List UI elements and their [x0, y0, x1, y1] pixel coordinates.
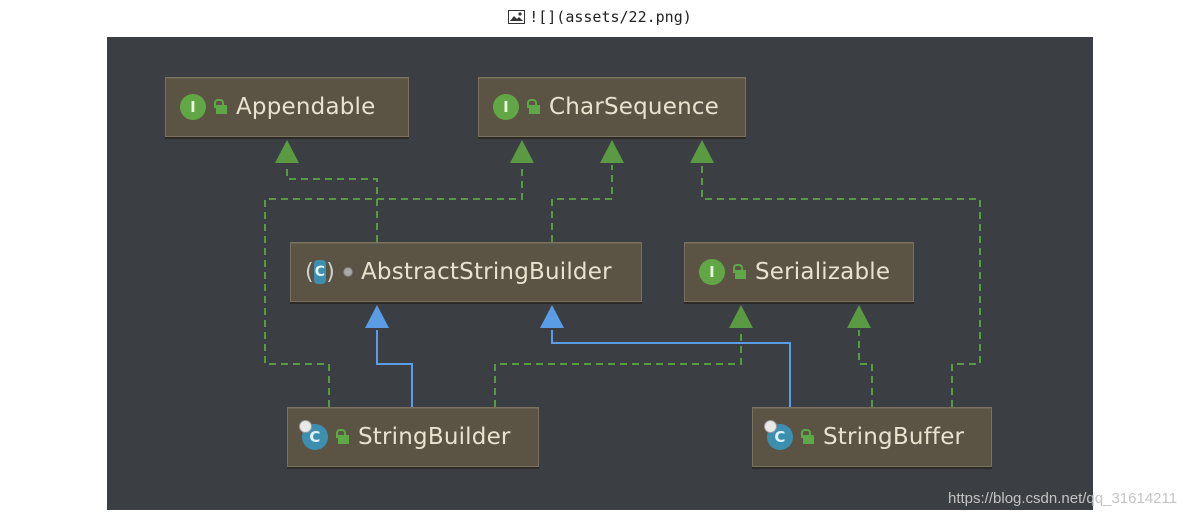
node-label: CharSequence [549, 94, 720, 120]
edge-abstractstringbuilder-charsequence [551, 165, 613, 242]
class-icon: C [764, 420, 793, 450]
node-stringbuffer[interactable]: C StringBuffer [752, 407, 992, 467]
edge-stringbuilder-serializable [494, 330, 742, 407]
arrowhead-serializable-2 [847, 305, 871, 328]
edge-stringbuffer-abstractstringbuilder [551, 330, 791, 407]
public-lock-icon [336, 429, 350, 445]
edge-stringbuffer-serializable [858, 330, 873, 407]
abstract-class-icon: (C) [305, 259, 335, 285]
class-icon: C [299, 420, 328, 450]
watermark-text: https://blog.csdn.net/qq_31614211 [948, 490, 1178, 507]
arrowhead-abstractstringbuilder-2 [540, 305, 564, 328]
interface-icon: I [699, 259, 725, 285]
node-label: Appendable [236, 94, 376, 120]
arrowhead-charsequence-2 [600, 140, 624, 163]
diagram-edges [264, 140, 981, 407]
node-appendable[interactable]: I Appendable [165, 77, 409, 137]
edge-stringbuffer-charsequence [701, 165, 981, 407]
node-label: StringBuilder [358, 424, 511, 450]
public-lock-icon [801, 429, 815, 445]
arrowhead-abstractstringbuilder-1 [365, 305, 389, 328]
node-label: Serializable [755, 259, 891, 285]
node-stringbuilder[interactable]: C StringBuilder [287, 407, 539, 467]
node-abstractstringbuilder[interactable]: (C) AbstractStringBuilder [290, 242, 642, 302]
markdown-image-line: ![](assets/22.png) [0, 6, 1200, 28]
arrowhead-appendable [275, 140, 299, 163]
public-lock-icon [527, 99, 541, 115]
uml-diagram-canvas: I Appendable I CharSequence (C) Abstract… [107, 37, 1093, 510]
node-serializable[interactable]: I Serializable [684, 242, 914, 302]
node-label: AbstractStringBuilder [361, 259, 612, 285]
broken-image-icon [508, 10, 526, 24]
node-label: StringBuffer [823, 424, 965, 450]
node-charsequence[interactable]: I CharSequence [478, 77, 746, 137]
edge-stringbuilder-abstractstringbuilder [376, 330, 413, 407]
arrowhead-charsequence-1 [510, 140, 534, 163]
edge-stringbuilder-charsequence [264, 165, 523, 407]
package-private-icon [343, 267, 353, 277]
public-lock-icon [733, 264, 747, 280]
interface-icon: I [493, 94, 519, 120]
interface-icon: I [180, 94, 206, 120]
public-lock-icon [214, 99, 228, 115]
markdown-image-text: ![](assets/22.png) [529, 8, 692, 26]
arrowhead-charsequence-3 [690, 140, 714, 163]
edge-abstractstringbuilder-appendable [286, 165, 378, 242]
arrowhead-serializable-1 [729, 305, 753, 328]
